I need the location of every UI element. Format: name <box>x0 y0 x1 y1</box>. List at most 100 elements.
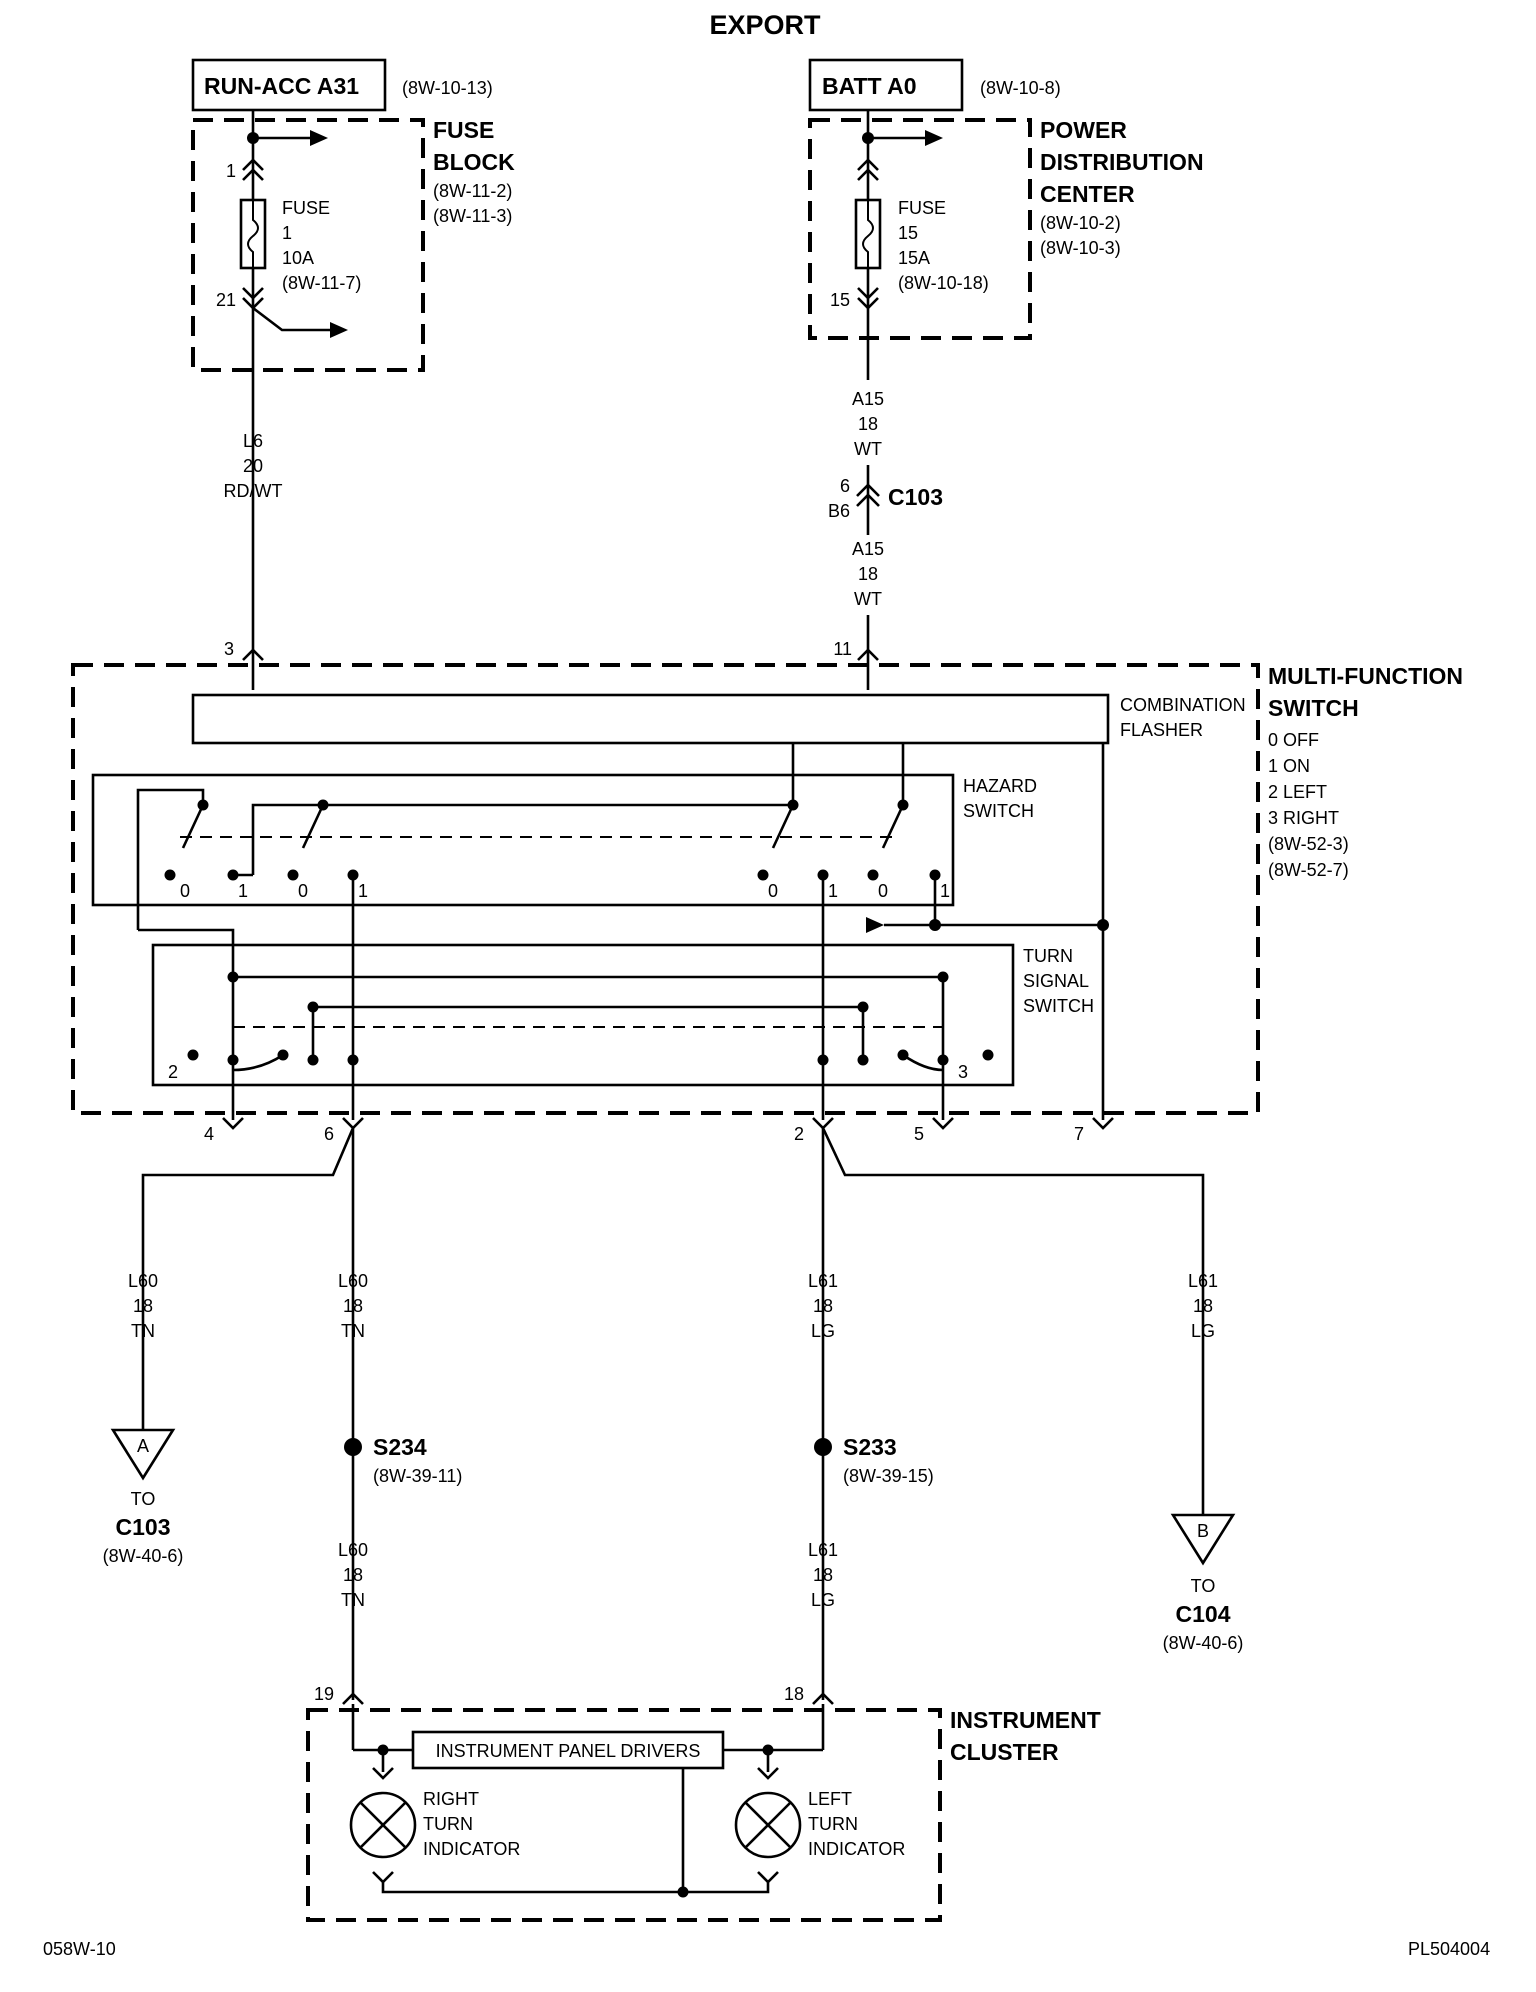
wire-l61-c-circuit: L61 <box>808 1540 838 1560</box>
c103-pin-b6: B6 <box>828 501 850 521</box>
splice-s234: S234 (8W-39-11) <box>344 1434 462 1486</box>
fuse-block-ref-1: (8W-11-2) <box>433 181 512 201</box>
hazard-pos-c0: 0 <box>768 881 778 901</box>
pdc-title-3: CENTER <box>1040 181 1135 207</box>
offpage-a-ref: (8W-40-6) <box>103 1546 184 1566</box>
wire-l61-b-color: LG <box>1191 1321 1215 1341</box>
mfs-pin-11: 11 <box>833 639 852 659</box>
hazard-pos-a0: 0 <box>180 881 190 901</box>
mfs-title-1: MULTI-FUNCTION <box>1268 663 1463 689</box>
wire-l6-color: RD/WT <box>224 481 283 501</box>
wire-l60-b-circuit: L60 <box>338 1271 368 1291</box>
wire-l61-a-gauge: 18 <box>813 1296 833 1316</box>
splice-s234-label: S234 <box>373 1434 427 1460</box>
fuse-1-ref: (8W-11-7) <box>282 273 361 293</box>
wire-a15-bot-circuit: A15 <box>852 539 884 559</box>
wire-l61-b-gauge: 18 <box>1193 1296 1213 1316</box>
left-indicator-label-1: LEFT <box>808 1789 852 1809</box>
fuse-1-number: 1 <box>282 223 292 243</box>
hazard-pole-1: 0 1 <box>136 788 253 901</box>
diagram-title: EXPORT <box>709 10 821 40</box>
instrument-cluster: INSTRUMENT CLUSTER 19 18 INSTRUMENT PANE… <box>306 1684 1101 1922</box>
c103-inline-connector: 6 B6 C103 <box>828 465 943 535</box>
splice-s233-ref: (8W-39-15) <box>843 1466 934 1486</box>
batt-source: BATT A0 (8W-10-8) <box>808 58 1061 112</box>
wire-l60-b-color: TN <box>341 1321 365 1341</box>
wire-l60-c-circuit: L60 <box>338 1540 368 1560</box>
drivers-label: INSTRUMENT PANEL DRIVERS <box>436 1741 701 1761</box>
right-indicator-label-2: TURN <box>423 1814 473 1834</box>
mfs-position-2: 2 LEFT <box>1268 782 1327 802</box>
wire-a15-top-gauge: 18 <box>858 414 878 434</box>
right-turn-indicator-lamp <box>349 1791 417 1859</box>
hazard-pos-c1: 1 <box>828 881 838 901</box>
wire-a15-bot-color: WT <box>854 589 882 609</box>
hazard-label-1: HAZARD <box>963 776 1037 796</box>
fuse-block: FUSE BLOCK (8W-11-2) (8W-11-3) 1 FUSE 1 … <box>191 110 515 535</box>
mfs-pin-2: 2 <box>794 1124 804 1144</box>
offpage-a-to: TO <box>131 1489 156 1509</box>
offpage-connector-b: B TO C104 (8W-40-6) <box>1163 1513 1244 1653</box>
mfs-position-1: 1 ON <box>1268 756 1310 776</box>
instrument-panel-drivers <box>411 1730 725 1770</box>
wire-a15-top-circuit: A15 <box>852 389 884 409</box>
mfs-pin-7: 7 <box>1074 1124 1084 1144</box>
cluster-pin-19: 19 <box>314 1684 334 1704</box>
left-indicator-label-3: INDICATOR <box>808 1839 905 1859</box>
hazard-pos-a1: 1 <box>238 881 248 901</box>
fuse-15-ref: (8W-10-18) <box>898 273 989 293</box>
c103-label: C103 <box>888 484 943 510</box>
hazard-pos-b0: 0 <box>298 881 308 901</box>
wire-a15-top-color: WT <box>854 439 882 459</box>
hazard-label-2: SWITCH <box>963 801 1034 821</box>
offpage-b-ref: (8W-40-6) <box>1163 1633 1244 1653</box>
hazard-pos-d1: 1 <box>940 881 950 901</box>
diagram-code: 058W-10 <box>43 1939 116 1959</box>
wire-l60-a-circuit: L60 <box>128 1271 158 1291</box>
fuse-block-pin-out: 21 <box>216 290 236 310</box>
mfs-position-3: 3 RIGHT <box>1268 808 1339 828</box>
fuse-block-ref-2: (8W-11-3) <box>433 206 512 226</box>
pdc-ref-2: (8W-10-3) <box>1040 238 1121 258</box>
flasher-label-2: FLASHER <box>1120 720 1203 740</box>
multi-function-switch: 3 11 MULTI-FUNCTION SWITCH 0 OFF 1 ON 2 … <box>71 639 1463 1144</box>
splice-s234-ref: (8W-39-11) <box>373 1466 462 1486</box>
wire-l60-c-gauge: 18 <box>343 1565 363 1585</box>
batt-ref: (8W-10-8) <box>980 78 1061 98</box>
right-indicator-label-3: INDICATOR <box>423 1839 520 1859</box>
wire-l61-c-color: LG <box>811 1590 835 1610</box>
flasher-label-1: COMBINATION <box>1120 695 1246 715</box>
mfs-title-2: SWITCH <box>1268 695 1359 721</box>
wire-l60-c-color: TN <box>341 1590 365 1610</box>
offpage-a-letter: A <box>137 1436 149 1456</box>
wire-l60-a-gauge: 18 <box>133 1296 153 1316</box>
cluster-title-1: INSTRUMENT <box>950 1707 1101 1733</box>
turn-pos-3: 3 <box>958 1062 968 1082</box>
offpage-a-connector: C103 <box>116 1514 171 1540</box>
wire-l61-c-gauge: 18 <box>813 1565 833 1585</box>
offpage-b-connector: C104 <box>1176 1601 1231 1627</box>
turn-label-2: SIGNAL <box>1023 971 1089 991</box>
hazard-pos-d0: 0 <box>878 881 888 901</box>
hazard-pole-3: 0 1 <box>757 799 838 901</box>
mfs-ref-1: (8W-52-3) <box>1268 834 1349 854</box>
left-turn-indicator-lamp <box>734 1791 802 1859</box>
fuse-15-number: 15 <box>898 223 918 243</box>
mfs-ref-2: (8W-52-7) <box>1268 860 1349 880</box>
fuse-15-rating: 15A <box>898 248 930 268</box>
batt-label: BATT A0 <box>822 73 917 99</box>
turn-label-3: SWITCH <box>1023 996 1094 1016</box>
pdc-title-1: POWER <box>1040 117 1127 143</box>
left-indicator-label-2: TURN <box>808 1814 858 1834</box>
pdc-pin-out: 15 <box>830 290 850 310</box>
power-distribution-center: POWER DISTRIBUTION CENTER (8W-10-2) (8W-… <box>808 110 1204 380</box>
mfs-position-0: 0 OFF <box>1268 730 1319 750</box>
fuse-block-title-2: BLOCK <box>433 149 515 175</box>
fuse-block-pin-in: 1 <box>226 161 236 181</box>
turn-label-1: TURN <box>1023 946 1073 966</box>
turn-signal-switch <box>151 943 1015 1087</box>
wire-a15-bot-gauge: 18 <box>858 564 878 584</box>
hazard-pole-4: 0 1 <box>867 799 950 925</box>
splice-s233: S233 (8W-39-15) <box>814 1434 934 1486</box>
